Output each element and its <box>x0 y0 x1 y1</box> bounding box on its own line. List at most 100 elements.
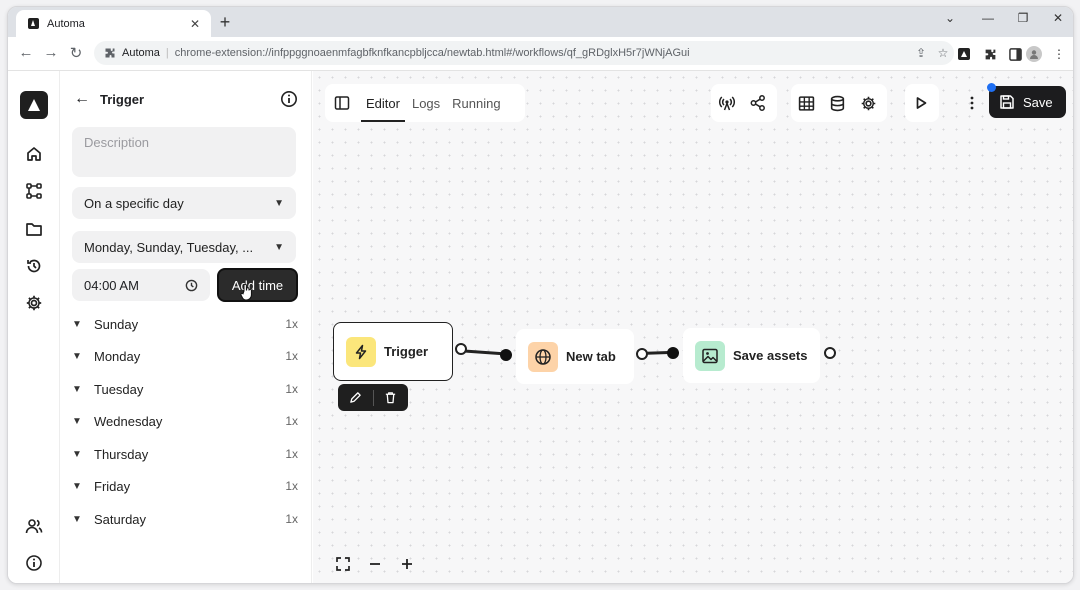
image-icon <box>695 340 725 371</box>
home-icon[interactable] <box>24 144 44 164</box>
newtab-output-port[interactable] <box>636 348 648 360</box>
day-count: 1x <box>285 447 298 461</box>
chevron-down-icon: ▼ <box>72 350 82 362</box>
day-name: Monday <box>94 348 141 364</box>
toggle-sidebar-icon[interactable] <box>331 92 353 114</box>
clock-icon <box>185 279 198 291</box>
minimize-icon[interactable]: — <box>982 11 994 25</box>
newtab-input-port[interactable] <box>500 349 512 361</box>
node-label: New tab <box>566 349 616 364</box>
zoom-out-icon[interactable] <box>359 550 391 578</box>
day-row-saturday[interactable]: ▼ Saturday 1x <box>72 507 298 531</box>
zoom-in-icon[interactable] <box>391 550 423 578</box>
workflow-settings-icon[interactable] <box>853 84 884 122</box>
tab-search-chevron-icon[interactable]: ⌄ <box>944 11 956 25</box>
more-vertical-icon[interactable] <box>957 84 987 122</box>
panel-header: ← Trigger <box>74 89 298 109</box>
chevron-down-icon: ▼ <box>274 241 284 253</box>
table-icon[interactable] <box>791 84 822 122</box>
extensions-puzzle-icon[interactable] <box>982 46 998 62</box>
puzzle-icon <box>105 48 115 58</box>
add-time-button[interactable]: Add time <box>217 268 298 302</box>
saveassets-output-port[interactable] <box>824 347 836 359</box>
zoom-controls <box>327 549 423 579</box>
days-selected-value: Monday, Sunday, Tuesday, ... <box>84 239 254 255</box>
share-nodes-icon[interactable] <box>742 84 773 122</box>
day-row-sunday[interactable]: ▼ Sunday 1x <box>72 312 298 336</box>
play-icon[interactable] <box>905 84 936 122</box>
forward-icon[interactable]: → <box>43 44 59 61</box>
broadcast-icon[interactable] <box>711 84 742 122</box>
chevron-down-icon: ▼ <box>274 197 284 209</box>
side-panel-icon[interactable] <box>1007 46 1023 62</box>
url-origin: Automa <box>122 47 160 59</box>
trigger-output-port[interactable] <box>455 343 467 355</box>
tab-running[interactable]: Running <box>452 95 501 111</box>
toolbar-divider <box>372 389 374 406</box>
trigger-type-value: On a specific day <box>84 195 184 211</box>
tab-logs[interactable]: Logs <box>411 95 441 111</box>
automa-favicon-icon <box>28 18 39 29</box>
info-icon[interactable] <box>280 90 298 108</box>
day-name: Tuesday <box>94 381 144 397</box>
chevron-down-icon: ▼ <box>72 383 82 395</box>
day-name: Saturday <box>94 511 147 527</box>
day-count: 1x <box>285 382 298 396</box>
node-label: Save assets <box>733 348 808 363</box>
day-row-friday[interactable]: ▼ Friday 1x <box>72 474 298 498</box>
restore-icon[interactable]: ❐ <box>1017 11 1029 25</box>
description-textarea[interactable]: Description <box>72 127 296 177</box>
browser-menu-icon[interactable]: ⋮ <box>1053 47 1065 61</box>
toolbar-group-data <box>791 84 887 122</box>
window-close-icon[interactable]: ✕ <box>1052 11 1064 25</box>
day-name: Friday <box>94 478 131 494</box>
community-users-icon[interactable] <box>24 516 44 536</box>
edit-pencil-icon[interactable] <box>338 384 373 411</box>
day-row-wednesday[interactable]: ▼ Wednesday 1x <box>72 409 298 433</box>
automa-extension-icon[interactable] <box>956 46 972 62</box>
node-save-assets[interactable]: Save assets <box>683 328 820 383</box>
time-input[interactable]: 04:00 AM <box>72 269 210 301</box>
save-button[interactable]: Save <box>989 86 1066 118</box>
day-row-tuesday[interactable]: ▼ Tuesday 1x <box>72 377 298 401</box>
automa-logo[interactable] <box>20 91 48 119</box>
profile-avatar-icon[interactable] <box>1026 46 1042 62</box>
tab-close-icon[interactable]: ✕ <box>189 16 201 31</box>
tab-editor[interactable]: Editor <box>361 86 405 122</box>
share-icon[interactable]: ⇪ <box>915 46 927 60</box>
bookmark-star-icon[interactable]: ☆ <box>937 46 949 60</box>
workflows-icon[interactable] <box>24 181 44 201</box>
back-icon[interactable]: ← <box>18 44 34 61</box>
saveassets-input-port[interactable] <box>667 347 679 359</box>
chevron-down-icon: ▼ <box>72 318 82 330</box>
workflow-canvas[interactable]: Editor Logs Running <box>313 71 1073 583</box>
folder-icon[interactable] <box>24 219 44 239</box>
chevron-down-icon: ▼ <box>72 480 82 492</box>
day-name: Sunday <box>94 316 139 332</box>
editor-tabs: Editor Logs Running <box>325 84 525 122</box>
trigger-type-select[interactable]: On a specific day ▼ <box>72 187 296 219</box>
history-icon[interactable] <box>24 256 44 276</box>
node-new-tab[interactable]: New tab <box>516 329 634 384</box>
browser-tab[interactable]: Automa ✕ <box>16 10 211 37</box>
left-nav <box>8 71 60 583</box>
database-icon[interactable] <box>822 84 853 122</box>
node-trigger[interactable]: Trigger <box>333 322 453 381</box>
day-count: 1x <box>285 414 298 428</box>
back-arrow-icon[interactable]: ← <box>74 90 90 107</box>
fit-view-icon[interactable] <box>327 550 359 578</box>
days-select[interactable]: Monday, Sunday, Tuesday, ... ▼ <box>72 231 296 263</box>
time-value: 04:00 AM <box>84 277 139 293</box>
settings-gear-icon[interactable] <box>24 293 44 313</box>
address-bar[interactable]: Automa | chrome-extension://infppggnoaen… <box>94 41 954 65</box>
day-row-monday[interactable]: ▼ Monday 1x <box>72 344 298 368</box>
save-disk-icon <box>1000 95 1014 109</box>
chevron-down-icon: ▼ <box>72 448 82 460</box>
chevron-down-icon: ▼ <box>72 415 82 427</box>
reload-icon[interactable]: ↻ <box>69 45 83 62</box>
day-row-thursday[interactable]: ▼ Thursday 1x <box>72 442 298 466</box>
about-info-icon[interactable] <box>24 553 44 573</box>
save-label: Save <box>1023 94 1053 110</box>
new-tab-button[interactable]: + <box>219 12 231 32</box>
delete-trash-icon[interactable] <box>373 384 408 411</box>
